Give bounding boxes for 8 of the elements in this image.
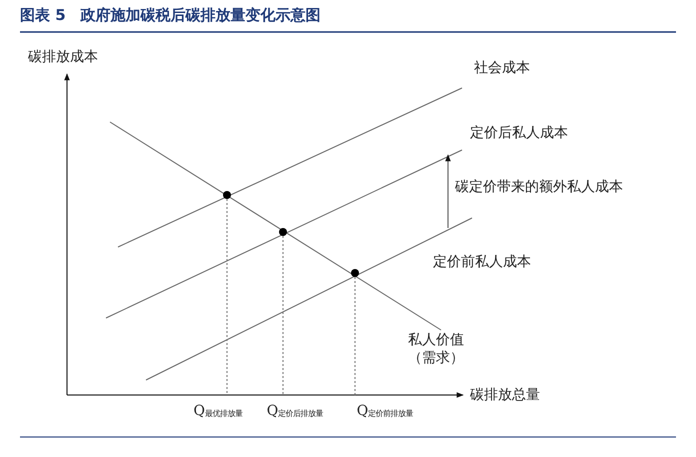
axis-title: 碳排放总量 xyxy=(470,386,540,404)
curve-label: 定价后私人成本 xyxy=(470,124,568,142)
curve-label: 定价前私人成本 xyxy=(433,253,531,271)
curve-label: 社会成本 xyxy=(474,59,530,77)
figure-title: 图表 5 政府施加碳税后碳排放量变化示意图 xyxy=(20,6,321,25)
curve-label: 碳定价带来的额外私人成本 xyxy=(455,178,623,196)
axis-title: 碳排放成本 xyxy=(28,48,98,66)
curve-label: 私人价值（需求） xyxy=(407,331,465,367)
